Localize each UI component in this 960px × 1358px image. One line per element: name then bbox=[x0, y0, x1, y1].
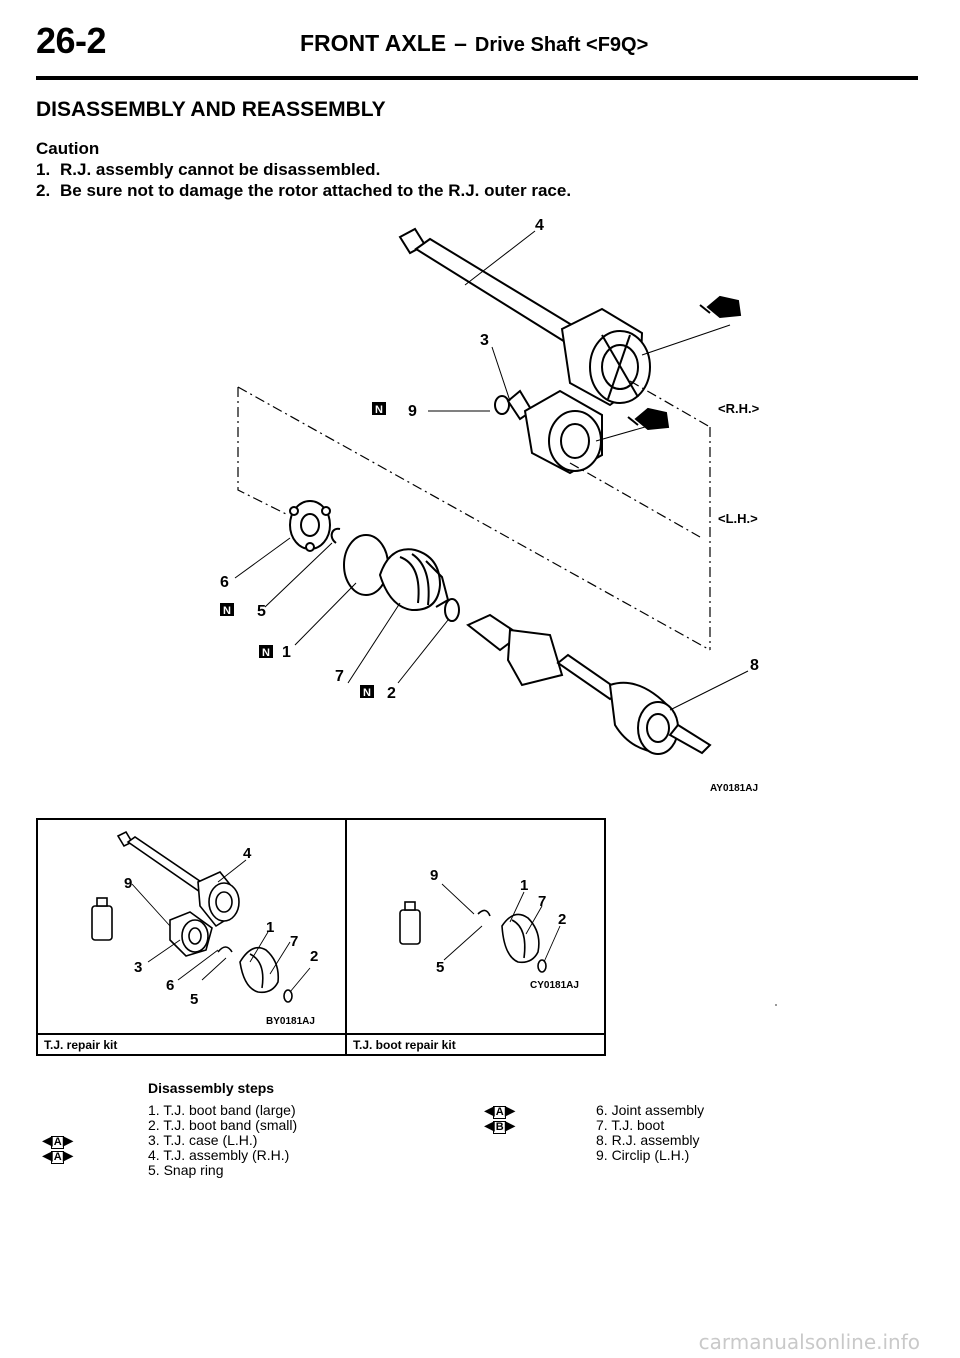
kit2-callout: 5 bbox=[436, 959, 444, 976]
kit1-callout: 7 bbox=[290, 933, 298, 950]
caution-item-text: R.J. assembly cannot be disassembled. bbox=[60, 160, 381, 179]
grease-container-icon bbox=[91, 905, 113, 941]
callout-6: 6 bbox=[220, 574, 229, 591]
step-item: 3. T.J. case (L.H.) bbox=[148, 1132, 258, 1148]
caution-item: 1. R.J. assembly cannot be disassembled. bbox=[36, 159, 571, 180]
watermark: carmanualsonline.info bbox=[698, 1330, 920, 1354]
steps-heading: Disassembly steps bbox=[148, 1080, 275, 1096]
caution-item-number: 1. bbox=[36, 160, 51, 179]
joint-assembly-illustration bbox=[289, 500, 331, 552]
grease-container-icon bbox=[399, 909, 421, 945]
service-mark: ◀A▶ bbox=[42, 1132, 74, 1149]
svg-text:N: N bbox=[223, 605, 231, 617]
caution-block: Caution 1. R.J. assembly cannot be disass… bbox=[36, 138, 571, 201]
callout-8: 8 bbox=[750, 657, 759, 674]
step-item: 2. T.J. boot band (small) bbox=[148, 1117, 298, 1133]
step-item: 4. T.J. assembly (R.H.) bbox=[148, 1147, 290, 1163]
kit1-callout: 6 bbox=[166, 977, 174, 994]
callout-5: 5 bbox=[257, 603, 266, 620]
header-rule bbox=[36, 76, 918, 80]
step-item: 8. R.J. assembly bbox=[596, 1132, 700, 1148]
steps-list-left: 1. T.J. boot band (large) 2. T.J. boot b… bbox=[148, 1103, 297, 1178]
grease-tube-icon bbox=[627, 407, 670, 431]
kit-divider bbox=[345, 818, 347, 1056]
page-header-title: FRONT AXLE–Drive Shaft <F9Q> bbox=[300, 30, 648, 57]
rj-assembly-illustration bbox=[466, 613, 712, 755]
repair-kit-panel bbox=[36, 818, 606, 1056]
kit2-caption: T.J. boot repair kit bbox=[353, 1038, 456, 1052]
svg-text:N: N bbox=[363, 687, 371, 699]
subsection-name: Drive Shaft <F9Q> bbox=[474, 34, 649, 56]
kit1-caption: T.J. repair kit bbox=[44, 1038, 118, 1052]
caution-item-text: Be sure not to damage the rotor attached… bbox=[60, 181, 572, 200]
tj-assembly-rh-illustration bbox=[398, 227, 651, 407]
tj-repair-kit-diagram: 4 9 1 7 2 3 6 5 BY0181AJ bbox=[91, 830, 318, 1027]
kit1-callout: 5 bbox=[190, 991, 198, 1008]
kit2-callout: 2 bbox=[558, 911, 566, 928]
caution-item-number: 2. bbox=[36, 181, 51, 200]
tj-case-lh-illustration bbox=[494, 389, 603, 475]
drive-shaft-exploded-diagram: 4 3 9 6 5 1 7 2 8 N N N N <R.H.> <L.H.> … bbox=[220, 217, 760, 794]
callout-4: 4 bbox=[535, 217, 544, 234]
kit-caption-rule bbox=[36, 1033, 606, 1035]
callout-7: 7 bbox=[335, 668, 344, 685]
step-item: 7. T.J. boot bbox=[596, 1117, 665, 1133]
kit1-callout: 1 bbox=[266, 919, 274, 936]
new-part-mark: N N N N bbox=[220, 402, 386, 699]
service-mark-letter: A bbox=[50, 1151, 64, 1164]
kit2-callout: 9 bbox=[430, 867, 438, 884]
callout-9: 9 bbox=[408, 403, 417, 420]
snap-ring-illustration bbox=[330, 527, 341, 544]
kit1-callout: 9 bbox=[124, 875, 132, 892]
kit1-callout: 3 bbox=[134, 959, 142, 976]
tj-boot-repair-kit-diagram: 9 1 7 2 5 CY0181AJ bbox=[399, 867, 579, 991]
step-item: 1. T.J. boot band (large) bbox=[148, 1102, 296, 1118]
callout-3: 3 bbox=[480, 332, 489, 349]
svg-text:N: N bbox=[262, 647, 270, 659]
header-separator: – bbox=[454, 30, 467, 56]
kit2-figure-code: CY0181AJ bbox=[530, 980, 579, 991]
service-mark: ◀A▶ bbox=[42, 1147, 74, 1164]
kit2-callout: 1 bbox=[520, 877, 528, 894]
scan-speck bbox=[775, 1004, 777, 1006]
step-item: 9. Circlip (L.H.) bbox=[596, 1147, 690, 1163]
figure-code: AY0181AJ bbox=[710, 783, 758, 794]
rh-label: <R.H.> bbox=[718, 401, 760, 416]
service-mark-letter: B bbox=[492, 1121, 506, 1134]
page-number: 26-2 bbox=[36, 20, 107, 61]
kit1-callout: 4 bbox=[243, 845, 252, 862]
steps-list-right: 6. Joint assembly 7. T.J. boot 8. R.J. a… bbox=[596, 1103, 704, 1163]
caution-heading: Caution bbox=[36, 139, 100, 158]
section-name: FRONT AXLE bbox=[300, 30, 447, 56]
caution-item: 2. Be sure not to damage the rotor attach… bbox=[36, 180, 571, 201]
step-item: 5. Snap ring bbox=[148, 1162, 224, 1178]
service-mark: ◀A▶ bbox=[484, 1102, 516, 1119]
boot-band-small-illustration bbox=[444, 598, 460, 622]
boot-band-large-illustration bbox=[343, 534, 389, 596]
tj-boot-illustration bbox=[378, 548, 450, 612]
callout-2: 2 bbox=[387, 685, 396, 702]
lh-label: <L.H.> bbox=[718, 511, 758, 526]
kit2-callout: 7 bbox=[538, 893, 546, 910]
section-title: DISASSEMBLY AND REASSEMBLY bbox=[36, 98, 386, 121]
callout-1: 1 bbox=[282, 644, 291, 661]
service-mark: ◀B▶ bbox=[484, 1117, 516, 1134]
kit1-callout: 2 bbox=[310, 948, 318, 965]
svg-text:N: N bbox=[375, 404, 383, 416]
kit1-figure-code: BY0181AJ bbox=[266, 1016, 315, 1027]
grease-tube-icon bbox=[699, 295, 742, 319]
step-item: 6. Joint assembly bbox=[596, 1102, 705, 1118]
